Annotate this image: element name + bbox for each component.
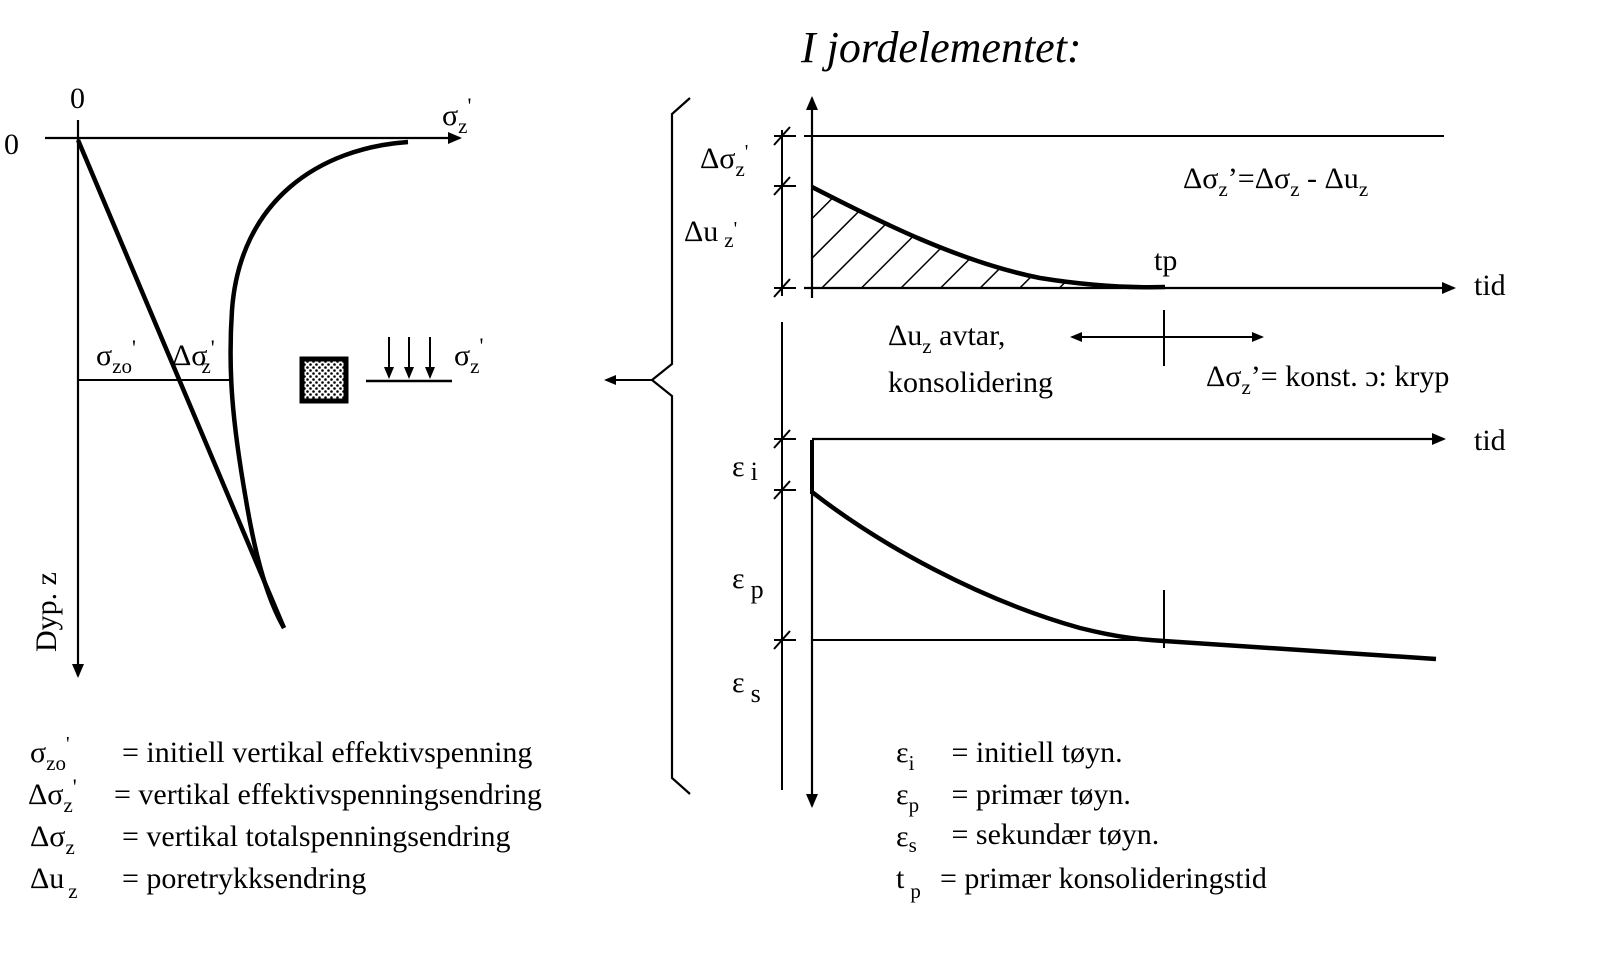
element-load-label: σz' <box>454 333 484 378</box>
depth-axis-label: Dyp. z <box>30 572 63 652</box>
initial-stress-line <box>75 139 287 629</box>
initial-stress-label: σzo' <box>96 335 136 378</box>
curly-brace <box>604 97 691 795</box>
dim-label-delta-sigma: Δσz' <box>700 141 748 181</box>
legend-item: Δσz= vertikal totalspenningsendring <box>30 820 511 859</box>
final-stress-curve <box>228 139 409 630</box>
legend-item: εi = initiell tøyn. <box>896 736 1123 775</box>
time-label-upper: tid <box>1474 269 1506 302</box>
origin-y-label: 0 <box>4 128 19 161</box>
consolidation-phase-label: Δuz avtar, <box>888 319 1005 358</box>
legend-item: σzo'= initiell vertikal effektivspenning <box>30 733 532 775</box>
soil-element-icon <box>299 356 349 404</box>
legend-item: Δσz'= vertikal effektivspenningsendring <box>28 774 542 817</box>
pore-pressure-curve <box>810 184 1166 290</box>
left-legend: σzo'= initiell vertikal effektivspenning… <box>28 733 542 903</box>
legend-item: εs = sekundær tøyn. <box>896 818 1159 857</box>
right-legend: εi = initiell tøyn. εp = primær tøyn. εs… <box>896 736 1267 903</box>
strain-curve <box>810 490 1437 662</box>
origin-x-label: 0 <box>70 82 85 115</box>
time-label-lower: tid <box>1474 424 1506 457</box>
stress-depth-plot: 0 0 σz' Dyp. z σzo' Δσz' σz' <box>4 82 484 678</box>
creep-phase-label: Δσz’= konst. ɔ: kryp <box>1206 360 1449 399</box>
load-arrows-icon <box>366 337 452 383</box>
delta-stress-label: Δσz' <box>172 335 215 378</box>
stress-equation: Δσz’=Δσz - Δuz <box>1183 162 1368 201</box>
tp-label: tp <box>1154 244 1177 277</box>
consolidation-phase-label-2: konsolidering <box>888 366 1053 399</box>
legend-item: εp = primær tøyn. <box>896 778 1131 817</box>
phase-indicator: Δuz avtar, konsolidering Δσz’= konst. ɔ:… <box>888 310 1449 399</box>
diagram-title: I jordelementet: <box>800 23 1082 72</box>
x-axis-label: σz' <box>442 93 472 138</box>
